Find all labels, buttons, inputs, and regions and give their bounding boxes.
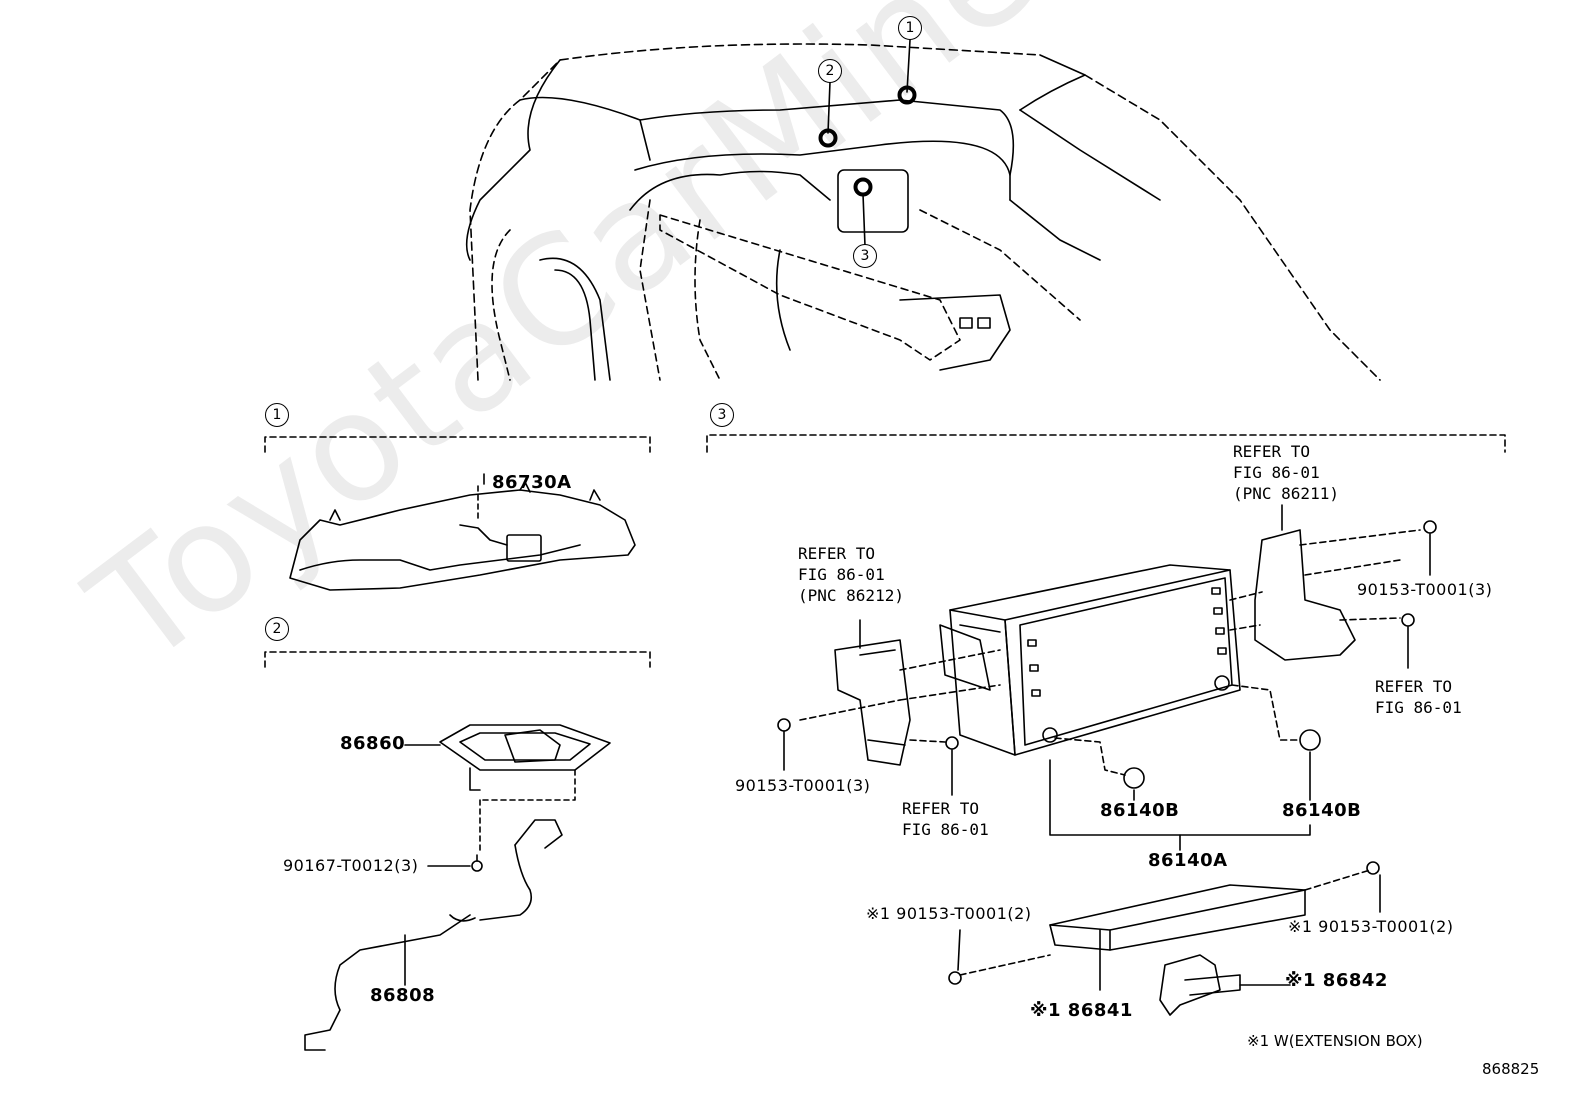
part-86140A: 86140A xyxy=(1148,850,1228,871)
section-1-bracket xyxy=(264,436,651,453)
ref-pnc86211: REFER TO FIG 86-01 (PNC 86211) xyxy=(1233,442,1339,503)
part-90153-right: 90153-T0001(3) xyxy=(1357,580,1493,599)
screw-90167 xyxy=(427,854,483,872)
part-86140B-right: 86140B xyxy=(1282,800,1362,821)
part-90153-box-left: ※1 90153-T0001(2) xyxy=(866,904,1032,923)
part-90167: 90167-T0012(3) xyxy=(283,856,419,875)
harness-86808 xyxy=(304,819,563,1051)
part-86841: ※1 86841 xyxy=(1030,1000,1133,1021)
part-86860: 86860 xyxy=(340,733,406,754)
caps-86140B xyxy=(1049,684,1321,851)
camera-bracket-86860 xyxy=(404,724,611,851)
part-86730A: 86730A xyxy=(492,472,572,493)
callout-2: 2 xyxy=(818,59,842,83)
section-2-marker: 2 xyxy=(265,617,289,641)
part-90153-box-right: ※1 90153-T0001(2) xyxy=(1288,917,1454,936)
vehicle-dashboard-overview xyxy=(465,39,1381,381)
part-90153-left: 90153-T0001(3) xyxy=(735,776,871,795)
section-3-marker: 3 xyxy=(710,403,734,427)
diagram-number: 868825 xyxy=(1482,1060,1540,1078)
right-bracket xyxy=(1229,504,1437,669)
ref-fig-86-01-bottom: REFER TO FIG 86-01 xyxy=(902,799,989,839)
overhead-console-86730A xyxy=(289,473,636,591)
extension-box xyxy=(948,861,1381,1016)
callout-3: 3 xyxy=(853,244,877,268)
display-unit-86140A xyxy=(939,564,1241,756)
part-86140B-left: 86140B xyxy=(1100,800,1180,821)
part-86808: 86808 xyxy=(370,985,436,1006)
section-3-bracket xyxy=(706,434,1506,453)
footnote: ※1 W(EXTENSION BOX) xyxy=(1247,1032,1423,1050)
ref-fig-86-01-right: REFER TO FIG 86-01 xyxy=(1375,677,1462,717)
part-86842: ※1 86842 xyxy=(1285,970,1388,991)
callout-1: 1 xyxy=(898,16,922,40)
section-2-bracket xyxy=(264,651,651,668)
ref-pnc86212: REFER TO FIG 86-01 (PNC 86212) xyxy=(798,544,904,605)
left-bracket xyxy=(777,619,1001,796)
section-1-marker: 1 xyxy=(265,403,289,427)
